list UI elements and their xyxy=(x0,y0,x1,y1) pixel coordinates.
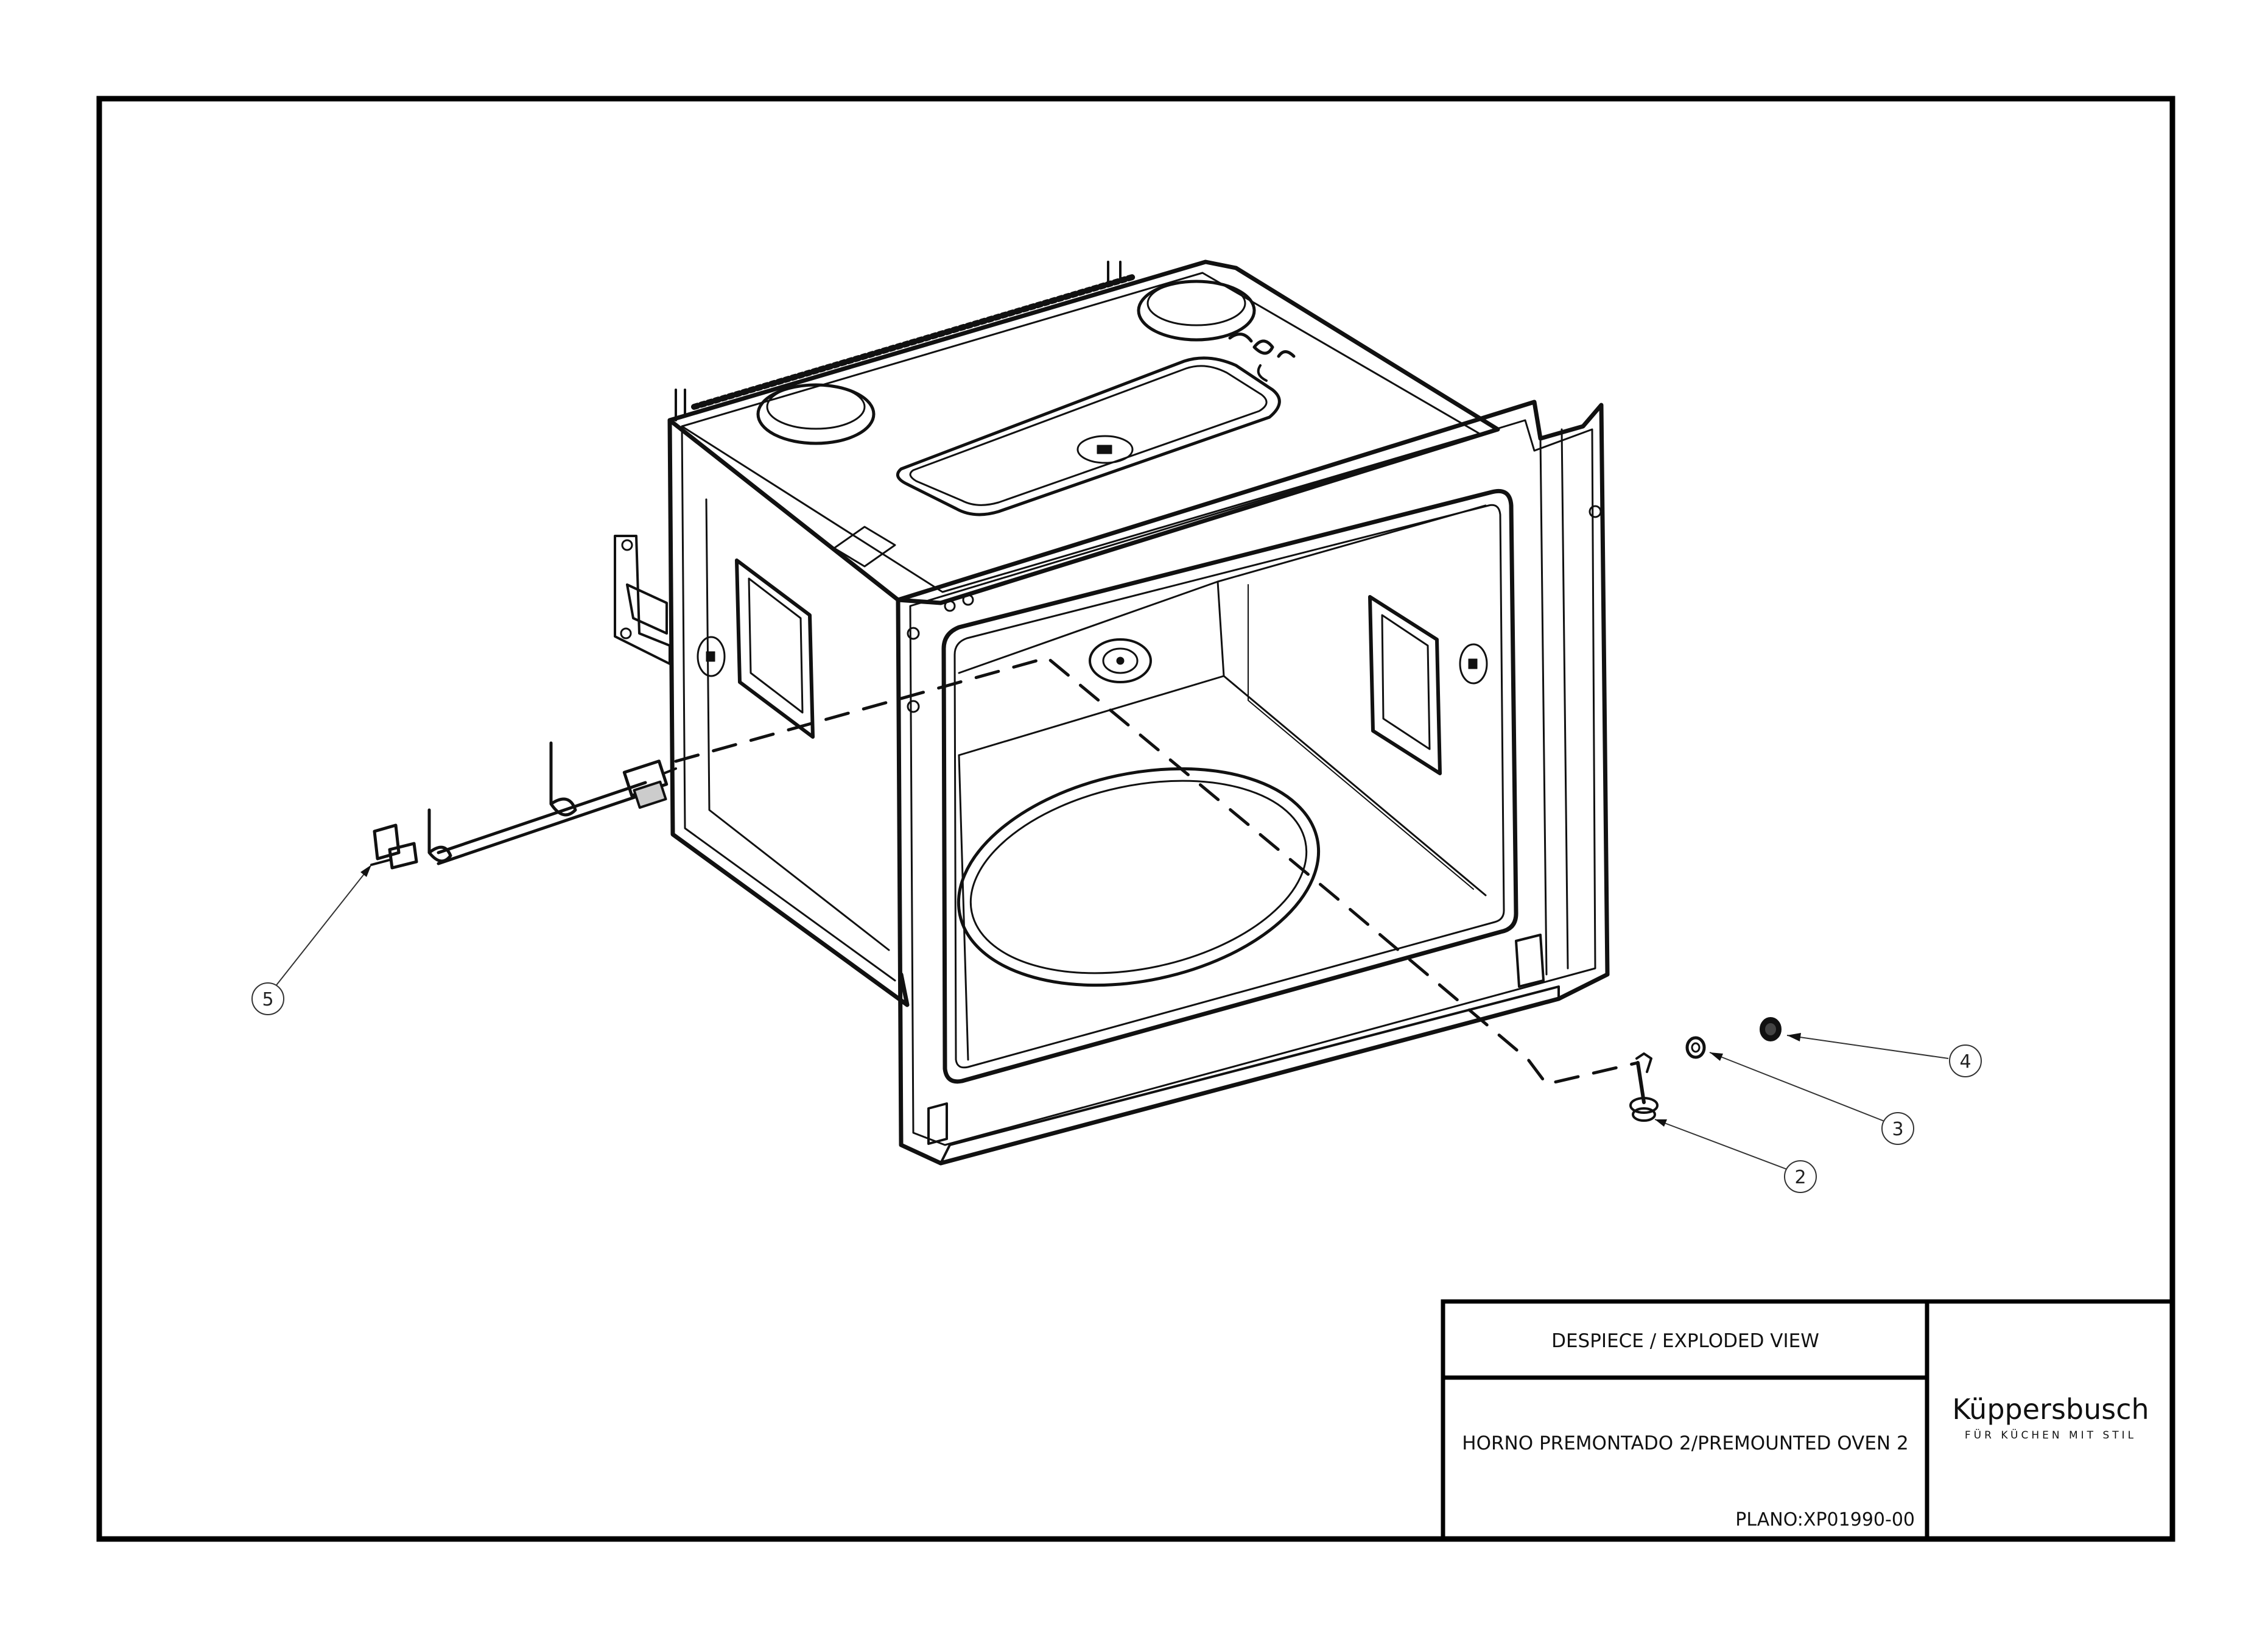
svg-text:2: 2 xyxy=(1794,1167,1806,1188)
callout-5: 5 xyxy=(251,982,284,1015)
svg-text:3: 3 xyxy=(1892,1119,1903,1140)
callout-5-leader xyxy=(275,864,372,987)
part-5-sensor-assembly xyxy=(370,741,677,870)
oven-interior xyxy=(957,504,1488,1061)
assembly-axis xyxy=(674,656,1640,1086)
drawing-border xyxy=(96,96,2175,1542)
floor-recess xyxy=(957,767,1321,987)
callout-2-leader xyxy=(1654,1119,1788,1170)
oven-left-wall xyxy=(614,418,910,1007)
title-block-description: HORNO PREMONTADO 2/PREMOUNTED OVEN 2 xyxy=(1462,1432,1908,1454)
brand-tagline: FÜR KÜCHEN MIT STIL xyxy=(1965,1428,2136,1442)
callout-4: 4 xyxy=(1949,1044,1982,1077)
callout-3: 3 xyxy=(1881,1112,1914,1145)
callout-3-leader xyxy=(1709,1052,1891,1124)
part-2-hinge-pin xyxy=(1629,1052,1659,1122)
brand-logo: Küppersbusch xyxy=(1952,1393,2149,1426)
oven-front-frame xyxy=(896,400,1610,1166)
oven-cavity xyxy=(614,259,1640,1166)
callout-4-leader xyxy=(1786,1035,1949,1059)
title-block-plan-number: PLANO:XP01990-00 xyxy=(1735,1509,1915,1530)
svg-text:5: 5 xyxy=(262,989,273,1010)
part-4-grommet xyxy=(1760,1017,1782,1041)
callout-2: 2 xyxy=(1784,1160,1817,1193)
svg-text:4: 4 xyxy=(1959,1051,1971,1072)
title-block: DESPIECE / EXPLODED VIEW HORNO PREMONTAD… xyxy=(1441,1299,2175,1541)
oven-top-panel xyxy=(667,259,1500,605)
part-3-washer xyxy=(1685,1036,1706,1059)
title-block-header: DESPIECE / EXPLODED VIEW xyxy=(1551,1330,1819,1352)
